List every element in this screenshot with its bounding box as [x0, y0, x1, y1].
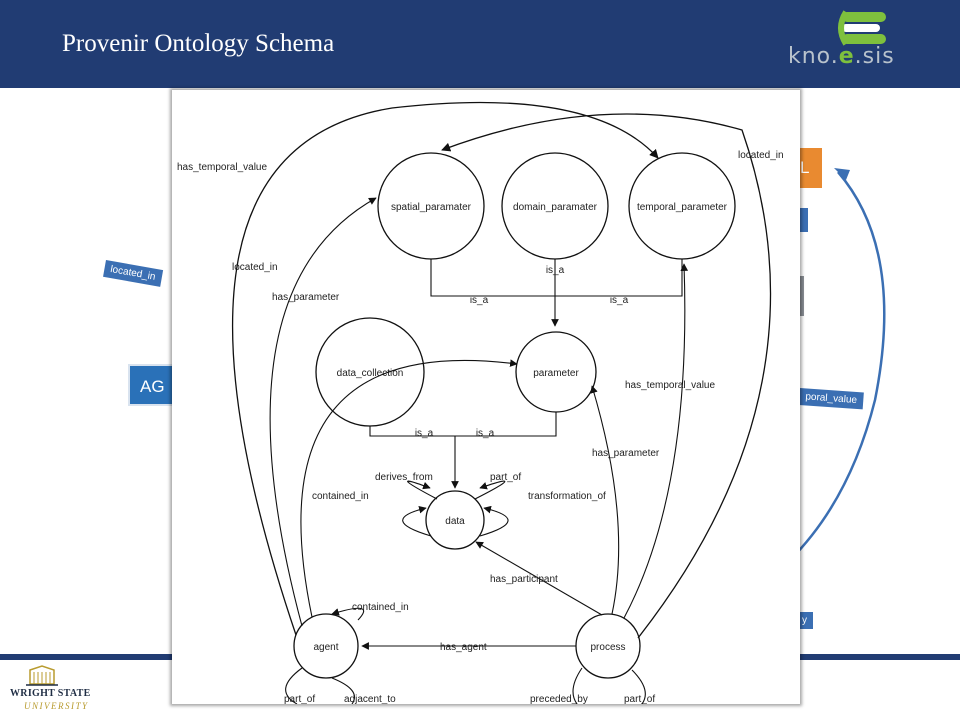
page-title: Provenir Ontology Schema: [62, 30, 335, 57]
node-spatial-parameter: spatial_paramater: [377, 152, 485, 260]
edge-label-contained-in-agent: contained_in: [352, 602, 409, 613]
edge-label-has-temporal-value-right: has_temporal_value: [625, 380, 715, 391]
edge-label-is-a-spatial: is_a: [470, 295, 489, 306]
node-temporal-parameter: temporal_parameter: [628, 152, 736, 260]
header-bar: [0, 0, 960, 88]
edge-is-a-data: [369, 412, 557, 489]
node-agent: agent: [293, 613, 359, 679]
svg-text:process: process: [590, 642, 625, 653]
edge-label-part-of-data: part_of: [490, 472, 521, 483]
ontology-diagram: spatial_paramater domain_paramater tempo…: [172, 90, 800, 704]
edge-label-has-temporal-value-top-left: has_temporal_value: [177, 162, 267, 173]
edge-label-located-in-top-right: located_in: [738, 150, 784, 161]
node-parameter: parameter: [515, 331, 597, 413]
edge-has-parameter-right: [590, 385, 620, 615]
edge-data-self-relations: [402, 480, 509, 537]
background-agent-box: AG: [128, 364, 178, 406]
edge-label-contained-in-data: contained_in: [312, 491, 369, 502]
node-domain-parameter: domain_paramater: [501, 152, 609, 260]
svg-text:spatial_paramater: spatial_paramater: [391, 202, 472, 213]
edge-label-part-of-process: part_of: [624, 694, 655, 704]
edge-located-in-top-right: [441, 113, 772, 639]
edge-label-located-in-left: located_in: [232, 262, 278, 273]
node-process: process: [575, 613, 641, 679]
edge-label-has-parameter-left: has_parameter: [272, 292, 340, 303]
university-subtitle: UNIVERSITY: [24, 701, 89, 711]
edge-has-participant: [475, 541, 603, 616]
edge-agent-self-relations: [285, 607, 365, 704]
svg-text:domain_paramater: domain_paramater: [513, 202, 598, 213]
university-name: WRIGHT STATE: [10, 688, 91, 699]
svg-text:parameter: parameter: [533, 368, 579, 379]
edge-label-has-agent: has_agent: [440, 642, 487, 653]
knoesis-e-icon: [838, 10, 886, 46]
wright-state-building-icon: [26, 665, 58, 686]
background-bottom-label: y: [796, 612, 813, 629]
edge-label-is-a-domain: is_a: [546, 265, 565, 276]
svg-text:data: data: [445, 516, 465, 527]
svg-text:data_collection: data_collection: [337, 368, 404, 379]
edge-label-is-a-data-collection: is_a: [415, 428, 434, 439]
edge-label-is-a-temporal: is_a: [610, 295, 629, 306]
ontology-graph: spatial_paramater domain_paramater tempo…: [177, 101, 784, 704]
node-data: data: [425, 490, 485, 550]
edge-has-parameter-left: [300, 359, 518, 618]
edge-is-a-parameters: [430, 259, 683, 327]
edge-label-preceded-by: preceded_by: [530, 694, 588, 704]
svg-text:agent: agent: [313, 642, 338, 653]
edge-label-is-a-parameter: is_a: [476, 428, 495, 439]
edge-label-part-of-agent: part_of: [284, 694, 315, 704]
edge-label-derives-from: derives_from: [375, 472, 433, 483]
edge-label-has-participant: has_participant: [490, 574, 558, 585]
edge-label-has-parameter-right: has_parameter: [592, 448, 660, 459]
edge-label-transformation-of: transformation_of: [528, 491, 606, 502]
edge-has-temporal-value-top-left: [232, 101, 659, 636]
edge-located-in-left: [269, 197, 377, 627]
node-data-collection: data_collection: [315, 317, 425, 427]
edge-label-adjacent-to: adjacent_to: [344, 694, 396, 704]
edge-process-self-relations: [572, 667, 646, 704]
svg-text:temporal_parameter: temporal_parameter: [637, 202, 728, 213]
edge-has-temporal-value-right: [623, 263, 689, 619]
knoesis-logo-text: kno.e.sis: [788, 44, 895, 69]
